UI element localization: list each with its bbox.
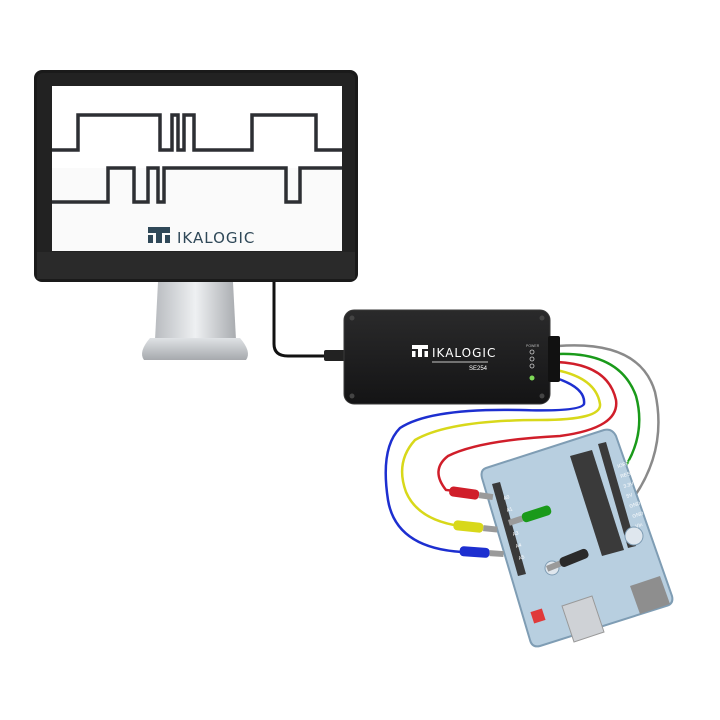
svg-text:A0: A0 [503,494,511,502]
wire-blue [384,376,586,554]
analyzer-body [344,310,550,404]
board-reset-button [530,608,546,624]
monitor-stand-base [142,338,248,360]
indicator-icon [529,363,535,369]
svg-text:A3: A3 [512,530,520,538]
analyzer-logo-icon [412,345,428,357]
clip-red [449,486,494,501]
clip-green [508,505,552,526]
ikalogic-logo-icon [148,227,170,243]
svg-text:IOREF: IOREF [617,459,633,469]
monitor-logo-text: IKALOGIC [177,229,255,247]
analyzer-model-text: SE254 [469,366,488,372]
svg-text:GND: GND [632,511,645,520]
logic-analyzer-device: IKALOGIC SE254 POWER [343,309,560,405]
probe-clips [449,486,589,572]
board-usb-port [561,595,605,643]
signal-trace-1 [52,113,342,152]
monitor: IKALOGIC [34,70,358,360]
clip-black [546,548,589,572]
svg-text:RESET: RESET [620,469,638,480]
screw-icon [349,315,355,321]
monitor-stand [155,282,236,340]
screw-icon [539,315,545,321]
clip-yellow [453,520,498,533]
svg-text:A5: A5 [518,554,526,562]
wire-red [437,360,618,494]
board-pcb [480,428,674,648]
board-power-jack [630,576,670,614]
wire-yellow [400,368,602,528]
header-right [598,442,636,548]
indicator-icon [529,356,535,362]
board-microcontroller [570,450,624,556]
analyzer-brand-text: IKALOGIC [432,346,496,360]
analyzer-probe-connector [548,336,560,382]
header-labels-right: IOREF RESET 3.3V 5V GND GND Vin [617,459,645,529]
clip-blue [459,546,504,558]
svg-text:Vin: Vin [635,522,644,530]
svg-text:3.3V: 3.3V [623,481,635,490]
screw-icon [539,393,545,399]
indicator-icon [529,349,535,355]
power-led-icon [529,375,535,381]
usb-plug [324,350,346,361]
svg-text:A1: A1 [506,506,514,514]
svg-text:A4: A4 [515,542,523,550]
svg-text:GND: GND [629,501,642,510]
screw-icon [349,393,355,399]
svg-text:5V: 5V [626,492,634,500]
header-left [492,482,526,576]
board-capacitor [624,526,644,546]
signal-trace-2 [52,166,342,204]
analyzer-status-label: POWER [526,344,540,348]
usb-cable [272,282,346,361]
arduino-board: IOREF RESET 3.3V 5V GND GND Vin A0 A1 A2… [480,428,674,648]
